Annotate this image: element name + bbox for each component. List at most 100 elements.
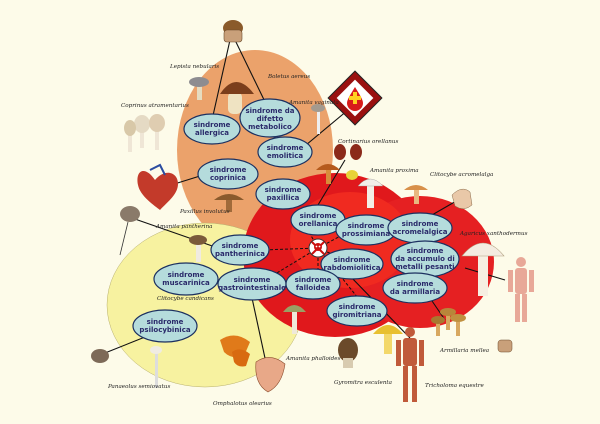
connector <box>431 199 459 216</box>
syndrome-line: sindrome <box>210 166 247 174</box>
label-gyromitra: Gyromitra esculenta <box>334 380 392 386</box>
connector <box>429 297 446 321</box>
syndrome-line: gastrointestinale <box>218 284 286 292</box>
syndrome-muscarinica: sindrome muscarinica <box>153 262 219 296</box>
syndrome-prossimiana: sindrome prossimiana <box>335 214 397 246</box>
syndrome-line: sindrome <box>397 280 434 288</box>
syndrome-line: rabdomiolitica <box>324 264 381 272</box>
syndrome-line: metalli pesanti <box>395 263 454 271</box>
syndrome-line: sindrome <box>147 318 184 326</box>
intestine-lower-icon <box>255 357 286 393</box>
syndrome-line: sindrome <box>339 303 376 311</box>
label-amanita-proxima: Amanita proxima <box>369 168 419 174</box>
syndrome-line: emolitica <box>267 152 304 160</box>
skull-link <box>261 247 319 283</box>
label-amanita-pantherina: Amanita pantherina <box>155 224 213 230</box>
species-labels: Lepista nebularis Boletus aereus Coprinu… <box>107 64 528 407</box>
connector <box>99 334 151 356</box>
syndrome-line: orellanica <box>299 220 338 228</box>
amanita-vaginata-icon <box>311 104 325 134</box>
syndrome-line: sindrome <box>265 186 302 194</box>
syndrome-emolitica: sindrome emolitica <box>257 136 313 168</box>
clitocybe-candicans-icon <box>150 346 162 388</box>
label-cortinarius: Cortinarius orellanus <box>338 139 398 145</box>
amanita-pantherina-icon <box>189 235 207 262</box>
label-panaeolus: Panaeolus semiovatus <box>107 384 170 390</box>
syndrome-rabdomiolitica: sindrome rabdomiolitica <box>320 248 384 280</box>
red-cross-blood-drop-icon <box>327 70 383 126</box>
skull-crossbones-icon <box>308 238 328 258</box>
syndrome-line: coprinica <box>210 174 246 182</box>
label-clitocybe-acromelalga: Clitocybe acromelalga <box>430 172 493 178</box>
hand-icon <box>451 188 473 209</box>
syndrome-line: sindrome <box>407 247 444 255</box>
syndrome-line: sindrome <box>334 256 371 264</box>
syndrome-line: sindrome <box>168 271 205 279</box>
tricholoma-mushroom-icon <box>373 325 403 354</box>
connector <box>317 159 346 206</box>
syndrome-giromitriana: sindrome giromitriana <box>326 295 388 327</box>
syndrome-line: da armillaria <box>390 288 440 296</box>
syndrome-pantherinica: sindrome pantherinica <box>210 234 270 266</box>
syndrome-line: pantherinica <box>215 250 265 258</box>
label-boletus: Boletus aereus <box>267 74 310 80</box>
syndrome-line: allergica <box>195 129 229 137</box>
label-omphalotus: Omphalotus olearius <box>213 401 272 407</box>
syndrome-line: sindrome <box>234 276 271 284</box>
syndrome-falloidea: sindrome falloidea <box>285 268 341 300</box>
syndrome-allergica: sindrome allergica <box>183 113 241 145</box>
coprinus-mushroom-icon <box>124 114 165 152</box>
syndrome-gastrointestinale: sindrome gastrointestinale <box>217 267 287 301</box>
label-paxillus: Paxillus involutus <box>179 209 230 215</box>
kidneys-icon <box>334 144 362 180</box>
label-armillaria: Armillaria mellea <box>439 348 489 354</box>
syndrome-line: prossimiana <box>342 230 390 238</box>
illustrations <box>91 20 534 402</box>
brain-lower-icon <box>91 349 109 363</box>
syndrome-line: sindrome <box>300 212 337 220</box>
syndrome-line: psilocybinica <box>139 326 190 334</box>
syndrome-line: difetto <box>257 115 284 123</box>
human-body-icon <box>508 257 534 322</box>
label-agaricus: Agaricus xanthodermus <box>459 231 528 237</box>
syndrome-coprinica: sindrome coprinica <box>197 158 259 190</box>
syndrome-line: sindrome <box>348 222 385 230</box>
syndrome-line: muscarinica <box>162 279 210 287</box>
syndrome-line: falloidea <box>296 284 331 292</box>
syndrome-line: sindrome <box>194 121 231 129</box>
gyromitra-mushroom-icon <box>338 338 358 368</box>
syndrome-line: da accumulo di <box>395 255 455 263</box>
label-amanita-phalloides: Amanita phalloides <box>285 356 341 362</box>
syndrome-line: sindrome <box>402 220 439 228</box>
syndrome-psilocybinica: sindrome psilocybinica <box>132 309 198 343</box>
syndromes: sindrome allergica sindrome da difetto m… <box>132 98 460 343</box>
syndrome-line: sindrome <box>295 276 332 284</box>
cortinarius-mushroom-icon <box>316 164 340 184</box>
label-tricholoma: Tricholoma equestre <box>425 383 484 389</box>
amanita-phalloides-icon <box>283 305 306 334</box>
syndrome-line: sindrome <box>222 242 259 250</box>
brain-icon <box>119 206 140 256</box>
syndrome-line: acromelalgica <box>393 228 448 236</box>
label-amanita-vaginata: Amanita vaginata <box>288 100 339 106</box>
syndrome-acromelalgica: sindrome acromelalgica <box>387 212 453 244</box>
boletus-mushroom-icon <box>220 82 254 114</box>
lepista-mushroom-icon <box>189 77 209 100</box>
syndrome-armillaria: sindrome da armillaria <box>382 272 448 304</box>
connector <box>234 39 269 109</box>
label-clitocybe-candicans: Clitocybe candicans <box>157 296 214 302</box>
syndrome-line: metabolico <box>248 123 292 131</box>
syndrome-line: sindrome da <box>245 107 294 115</box>
omphalotus-mushroom-icon <box>220 335 250 367</box>
syndrome-accumulo-metalli: sindrome da accumulo di metalli pesanti <box>390 240 460 278</box>
label-coprinus: Coprinus atramentarius <box>121 103 189 109</box>
clitocybe-acromelalga-icon <box>404 185 428 204</box>
syndrome-difetto-metabolico: sindrome da difetto metabolico <box>239 98 301 138</box>
paxillus-mushroom-icon <box>214 194 244 212</box>
syndrome-line: giromitriana <box>333 311 382 319</box>
intestine-small-icon <box>497 339 513 353</box>
agaricus-mushroom-icon <box>461 242 505 296</box>
amanita-proxima-icon <box>357 178 384 208</box>
syndrome-line: paxillica <box>267 194 300 202</box>
